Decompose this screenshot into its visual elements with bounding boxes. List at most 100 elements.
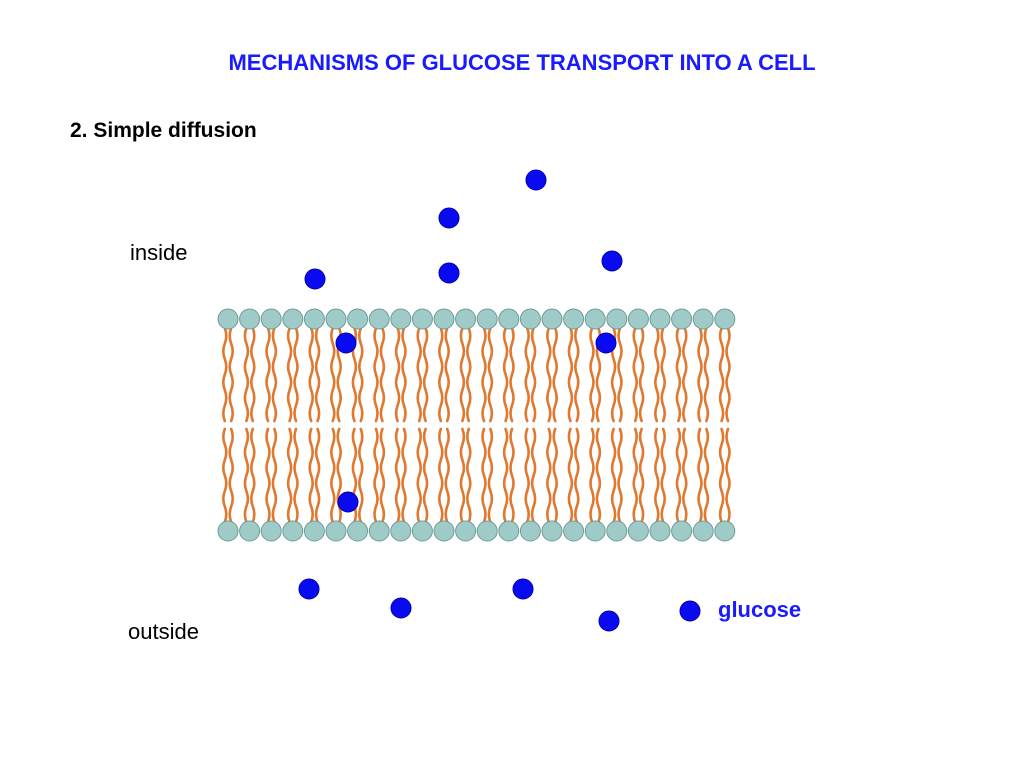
lipid-tail [524,427,530,524]
lipid-tail [589,326,595,423]
lipid-head-inner [627,308,649,330]
lipid-tail [422,427,429,524]
lipid-head-outer [671,520,693,542]
lipid-tail [638,427,645,524]
lipid-tail [703,326,710,423]
lipid-tail [330,326,336,423]
lipid-head-inner [282,308,304,330]
lipid-head-outer [627,520,649,542]
glucose-molecule [438,207,460,229]
lipid-tail [444,427,450,524]
lipid-head-outer [411,520,433,542]
lipid-tail [610,427,617,524]
lipid-tail [330,427,336,524]
lipid-tail [401,427,407,524]
lipid-head-outer [476,520,498,542]
phospholipid-bilayer [217,308,736,542]
legend [679,600,701,622]
lipid-tail [675,427,682,524]
lipid-head-inner [455,308,477,330]
lipid-head-outer [368,520,390,542]
lipid-tail [552,326,558,423]
lipid-tails [222,326,731,524]
lipid-tail [293,427,299,524]
lipid-head-outer [584,520,606,542]
lipid-tail [358,326,364,423]
lipid-tail [481,427,487,524]
lipid-head-inner [519,308,541,330]
lipid-head-inner [498,308,520,330]
lipid-tail [567,427,574,524]
lipid-tail [243,427,250,524]
lipid-tail [416,326,422,423]
glucose-molecule [525,169,547,191]
lipid-head-outer [714,520,736,542]
glucose-molecules [298,169,623,632]
lipid-head-outer [217,520,239,542]
lipid-head-inner [584,308,606,330]
lipid-tail [574,427,580,524]
lipid-tail [617,326,623,423]
lipid-head-inner [671,308,693,330]
lipid-head-inner [217,308,239,330]
inside-label: inside [130,240,188,265]
lipid-tail [308,427,314,524]
lipid-tail [222,326,228,423]
page-title: MECHANISMS OF GLUCOSE TRANSPORT INTO A C… [228,50,816,75]
lipid-tail [222,427,228,524]
lipid-head-outer [433,520,455,542]
lipid-head-outer [455,520,477,542]
lipid-tail [379,427,386,524]
lipid-head-outer [325,520,347,542]
lipid-head-inner [368,308,390,330]
lipid-head-inner [433,308,455,330]
lipid-tail [530,326,537,423]
lipid-head-outer [260,520,282,542]
lipid-head-outer [649,520,671,542]
lipid-tail [394,427,401,524]
lipid-tail [595,427,602,524]
lipid-tail [250,326,256,423]
lipid-tail [638,326,645,423]
glucose-molecule [601,250,623,272]
lipid-tail [293,326,299,423]
lipid-tail [265,427,271,524]
lipid-head-inner [563,308,585,330]
lipid-head-inner [714,308,736,330]
lipid-head-inner [411,308,433,330]
lipid-tail [308,326,314,423]
lipid-tail [487,427,494,524]
lipid-tail [444,326,450,423]
outside-label: outside [128,619,199,644]
glucose-molecule [598,610,620,632]
lipid-tail [265,326,271,423]
lipid-head-inner [239,308,261,330]
lipid-head-outer [239,520,261,542]
lipid-tail [358,427,364,524]
lipid-tail [509,427,515,524]
lipid-tail [589,427,595,524]
glucose-molecule [298,578,320,600]
lipid-tail [660,427,666,524]
lipid-tail [314,326,321,423]
lipid-tail [718,427,725,524]
lipid-tail [373,326,379,423]
lipid-tail [546,326,552,423]
lipid-head-outer [519,520,541,542]
lipid-tail [574,326,580,423]
lipid-tail [502,427,509,524]
lipid-tail [286,326,293,423]
lipid-tail [373,427,379,524]
glucose-molecule [390,597,412,619]
lipid-tail [654,427,660,524]
lipid-head-inner [649,308,671,330]
lipid-tail [718,326,725,423]
lipid-tail [524,326,530,423]
lipid-tail [617,427,623,524]
lipid-tail [487,326,494,423]
lipid-head-outer [347,520,369,542]
lipid-tail [438,427,444,524]
glucose-molecule [438,262,460,284]
lipid-tail [530,427,537,524]
